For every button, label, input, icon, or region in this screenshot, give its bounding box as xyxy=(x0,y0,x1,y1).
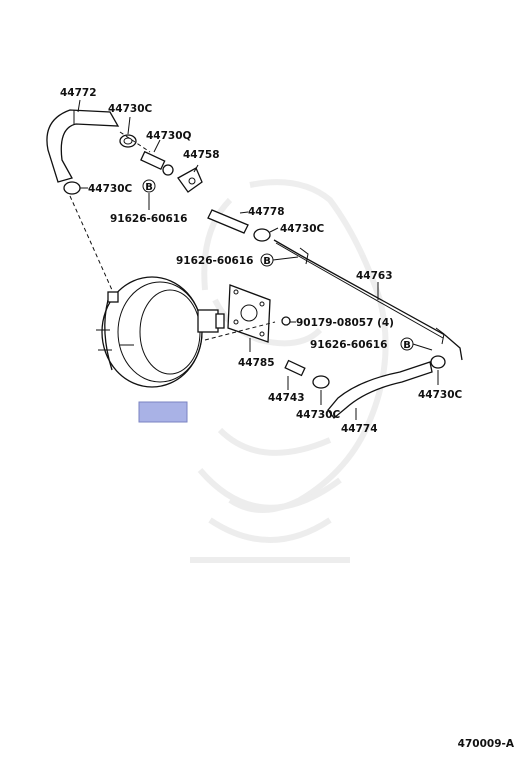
bolt-badge-right: B xyxy=(400,337,414,351)
bolt-badge-mid: B xyxy=(260,253,274,267)
diagram-code: 470009-A xyxy=(458,738,515,750)
leader-44730q xyxy=(153,139,161,153)
label-44743: 44743 xyxy=(268,392,305,404)
label-44730c-right: 44730C xyxy=(418,389,463,401)
leader-dashed-gasket xyxy=(204,321,276,341)
hose-44778 xyxy=(207,209,249,234)
union-44743 xyxy=(284,359,306,377)
label-90179: 90179-08057 (4) xyxy=(296,317,394,329)
label-91626-top: 91626-60616 xyxy=(110,213,187,225)
pipe-44763 xyxy=(273,239,463,361)
clamp-44730c-bottom xyxy=(312,375,330,389)
clamp-44730c-mid xyxy=(253,228,271,242)
label-91626-right: 91626-60616 xyxy=(310,339,387,351)
label-44730c-left: 44730C xyxy=(88,183,133,195)
clamp-44730c-left xyxy=(63,181,81,195)
nut-90179 xyxy=(281,316,291,326)
label-44730c-bottom: 44730C xyxy=(296,409,341,421)
label-44730c-top: 44730C xyxy=(108,103,153,115)
brake-booster xyxy=(96,276,225,388)
leader-44758 xyxy=(193,164,199,173)
clamp-44730c-right xyxy=(430,355,446,369)
hose-44772 xyxy=(46,109,120,183)
leader-44778 xyxy=(239,211,249,214)
leader-dashed-left xyxy=(69,195,113,291)
label-44785: 44785 xyxy=(238,357,275,369)
label-44778: 44778 xyxy=(248,206,285,218)
gasket-44785 xyxy=(227,284,271,343)
check-valve-44730q xyxy=(140,150,174,176)
label-44763: 44763 xyxy=(356,270,393,282)
label-44772: 44772 xyxy=(60,87,97,99)
highlight-box xyxy=(138,401,188,423)
leader-44730c-top xyxy=(127,116,131,135)
hose-44774 xyxy=(327,361,433,419)
label-44730c-mid: 44730C xyxy=(280,223,325,235)
leader-44730c-mid xyxy=(269,227,279,233)
label-44730q: 44730Q xyxy=(146,130,192,142)
svg-text:B: B xyxy=(145,182,153,193)
leader-91626-right xyxy=(412,343,433,351)
label-91626-mid: 91626-60616 xyxy=(176,255,253,267)
leader-91626-mid xyxy=(272,256,299,261)
bolt-badge-top: B xyxy=(142,179,156,193)
fitting-44758 xyxy=(177,167,203,193)
label-44774: 44774 xyxy=(341,423,378,435)
clamp-44730c-top xyxy=(119,134,137,148)
watermark-logo xyxy=(190,179,389,563)
svg-text:B: B xyxy=(403,340,411,351)
svg-text:B: B xyxy=(263,256,271,267)
label-44758: 44758 xyxy=(183,149,220,161)
leader-dashed-top xyxy=(119,131,151,153)
leader-44772 xyxy=(77,99,81,113)
